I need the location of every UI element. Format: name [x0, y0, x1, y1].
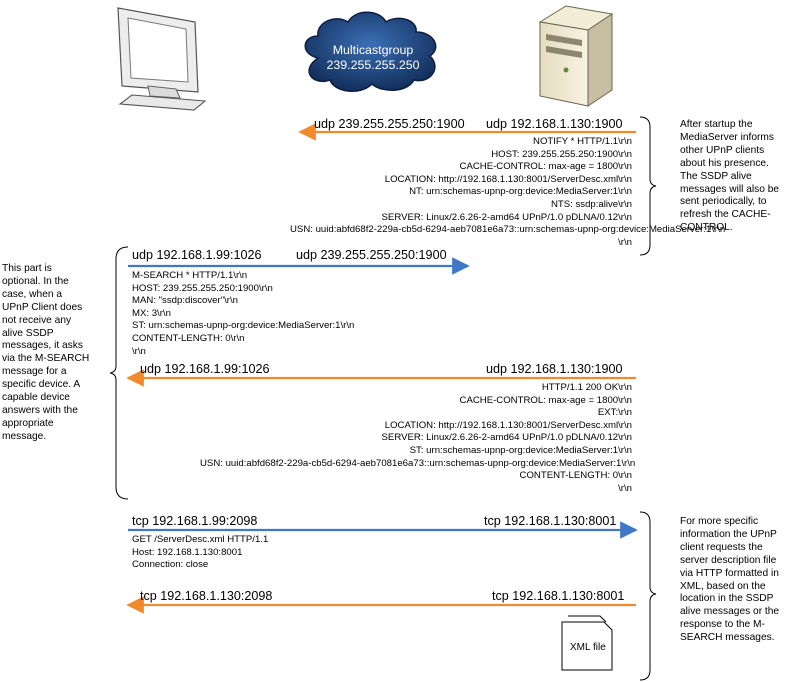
http-note: For more specific information the UPnP c… [680, 516, 780, 644]
startup-note: After startup the MediaServer informs ot… [680, 119, 780, 234]
startup-note-brace [639, 116, 657, 256]
msearch-from-label: udp 192.168.1.99:1026 [132, 248, 262, 262]
notify-to-label: udp 239.255.255.250:1900 [314, 117, 465, 131]
optional-note-brace [109, 246, 129, 500]
monitor-icon [117, 7, 207, 111]
xml-file-label: XML file [570, 642, 606, 653]
server-icon [538, 5, 614, 107]
multicast-group-label: Multicastgroup 239.255.255.250 [316, 43, 430, 73]
cloud-icon [304, 11, 437, 92]
http-get-from-label: tcp 192.168.1.99:2098 [132, 514, 258, 528]
multicast-group-address: 239.255.255.250 [326, 58, 420, 72]
msearch-response-to-label: udp 192.168.1.99:1026 [140, 362, 270, 376]
http-response-from-label: tcp 192.168.1.130:8001 [492, 589, 625, 603]
http-get-message-body: GET /ServerDesc.xml HTTP/1.1 Host: 192.1… [132, 534, 269, 571]
msearch-response-body: HTTP/1.1 200 OK\r\n CACHE-CONTROL: max-a… [200, 382, 636, 494]
notify-from-label: udp 192.168.1.130:1900 [486, 117, 623, 131]
msearch-message-body: M-SEARCH * HTTP/1.1\r\n HOST: 239.255.25… [132, 270, 355, 357]
http-response-to-label: tcp 192.168.1.130:2098 [140, 589, 273, 603]
notify-message-body: NOTIFY * HTTP/1.1\r\n HOST: 239.255.255.… [290, 136, 726, 248]
msearch-to-label: udp 239.255.255.250:1900 [296, 248, 447, 262]
http-get-to-label: tcp 192.168.1.130:8001 [484, 514, 617, 528]
multicast-group-name: Multicastgroup [332, 43, 414, 57]
msearch-response-from-label: udp 192.168.1.130:1900 [486, 362, 623, 376]
folder-icon [561, 615, 613, 671]
http-note-brace [639, 511, 657, 681]
optional-note: This part is optional. In the case, when… [2, 263, 90, 442]
